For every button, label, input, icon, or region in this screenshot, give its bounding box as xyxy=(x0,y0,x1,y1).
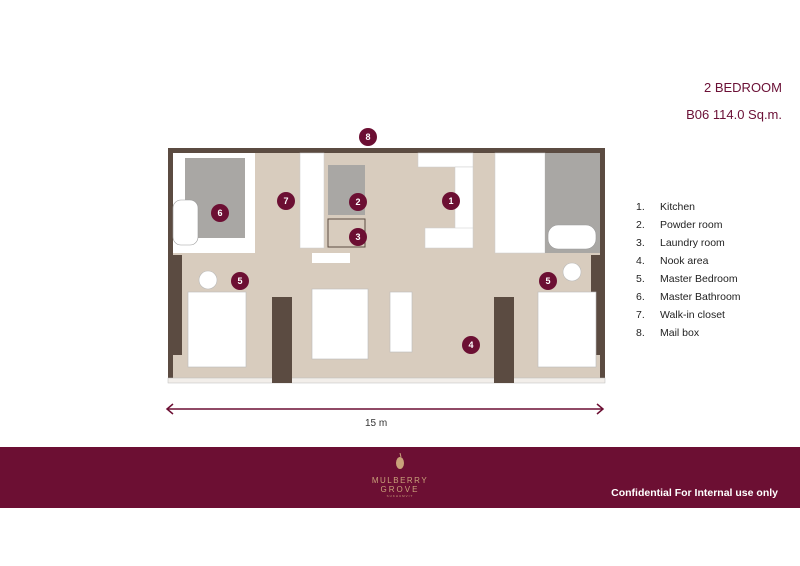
brand-logo: MULBERRY GROVE SUKHUMVIT xyxy=(360,452,440,498)
confidential-notice: Confidential For Internal use only xyxy=(611,487,778,499)
marker-powder: 2 xyxy=(355,197,360,207)
footer-banner: MULBERRY GROVE SUKHUMVIT Confidential Fo… xyxy=(0,447,800,508)
legend-item: 1.Kitchen xyxy=(636,201,696,213)
floor-plan: 1 2 3 4 5 5 6 7 8 xyxy=(167,128,606,384)
unit-type: 2 BEDROOM xyxy=(703,80,782,95)
grape-icon xyxy=(396,452,404,469)
dimension-arrow xyxy=(165,403,605,415)
legend-item: 8.Mail box xyxy=(636,327,700,339)
marker-laundry: 3 xyxy=(355,232,360,242)
legend-item: 7.Walk-in closet xyxy=(636,309,725,321)
legend-item: 2.Powder room xyxy=(636,219,723,231)
legend-item: 4.Nook area xyxy=(636,255,709,267)
legend-item: 5.Master Bedroom xyxy=(636,273,738,285)
legend-item: 6.Master Bathroom xyxy=(636,291,741,303)
unit-code-area: B06 114.0 Sq.m. xyxy=(686,107,782,122)
dimension-label: 15 m xyxy=(365,418,388,429)
marker-bedroom-right: 5 xyxy=(545,276,550,286)
marker-bedroom-left: 5 xyxy=(237,276,242,286)
marker-mailbox: 8 xyxy=(365,132,370,142)
marker-nook: 4 xyxy=(468,340,473,350)
marker-kitchen: 1 xyxy=(448,196,453,206)
marker-bathroom: 6 xyxy=(217,208,222,218)
legend-item: 3.Laundry room xyxy=(636,237,725,249)
room-legend: 1.Kitchen 2.Powder room 3.Laundry room 4… xyxy=(636,201,741,345)
marker-closet: 7 xyxy=(283,196,288,206)
